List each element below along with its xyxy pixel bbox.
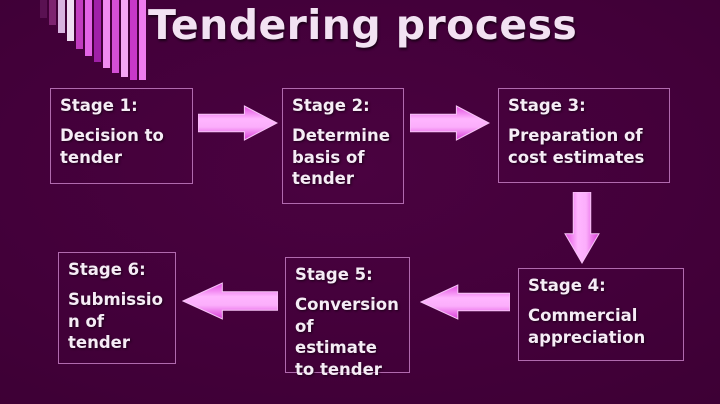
stage-description: Preparation of cost estimates xyxy=(508,126,645,167)
stripe-bar xyxy=(130,0,137,80)
arrow-stage3-to-stage4-icon xyxy=(563,192,601,264)
stage-description: Conversion of estimate to tender xyxy=(295,295,399,379)
stripe-bar xyxy=(67,0,74,41)
arrow-stage5-to-stage6-icon xyxy=(182,281,278,321)
stripe-bar xyxy=(139,0,146,80)
stripe-bar xyxy=(76,0,83,49)
stripe-bar xyxy=(121,0,128,77)
stripe-motif-icon xyxy=(40,0,146,80)
stage-box-4[interactable]: Stage 4: Commercial appreciation xyxy=(518,268,684,361)
stripe-bar xyxy=(49,0,56,25)
stage-box-6[interactable]: Stage 6: Submissio n of tender xyxy=(58,252,176,364)
stripe-bar xyxy=(40,0,47,18)
stage-box-2[interactable]: Stage 2: Determine basis of tender xyxy=(282,88,404,204)
stage-description: Commercial appreciation xyxy=(528,306,646,347)
stripe-bar xyxy=(103,0,110,68)
stage-description: Determine basis of tender xyxy=(292,126,390,189)
stripe-bar xyxy=(85,0,92,56)
page-title: Tendering process xyxy=(148,1,578,49)
arrow-stage4-to-stage5-icon xyxy=(420,283,510,321)
stage-box-3[interactable]: Stage 3: Preparation of cost estimates xyxy=(498,88,670,183)
arrow-stage2-to-stage3-icon xyxy=(410,104,490,142)
stage-label: Stage 2: xyxy=(292,96,370,115)
stage-description: Decision to tender xyxy=(60,126,164,167)
stripe-bar xyxy=(94,0,101,62)
stage-label: Stage 3: xyxy=(508,96,586,115)
stage-label: Stage 1: xyxy=(60,96,138,115)
stage-label: Stage 4: xyxy=(528,276,606,295)
stage-description: Submissio n of tender xyxy=(68,290,163,353)
stripe-bar xyxy=(58,0,65,33)
stripe-bar xyxy=(112,0,119,73)
stage-box-1[interactable]: Stage 1: Decision to tender xyxy=(50,88,193,184)
arrow-stage1-to-stage2-icon xyxy=(198,104,278,142)
stage-label: Stage 6: xyxy=(68,260,146,279)
stage-box-5[interactable]: Stage 5: Conversion of estimate to tender xyxy=(285,257,410,379)
stage-label: Stage 5: xyxy=(295,265,373,284)
